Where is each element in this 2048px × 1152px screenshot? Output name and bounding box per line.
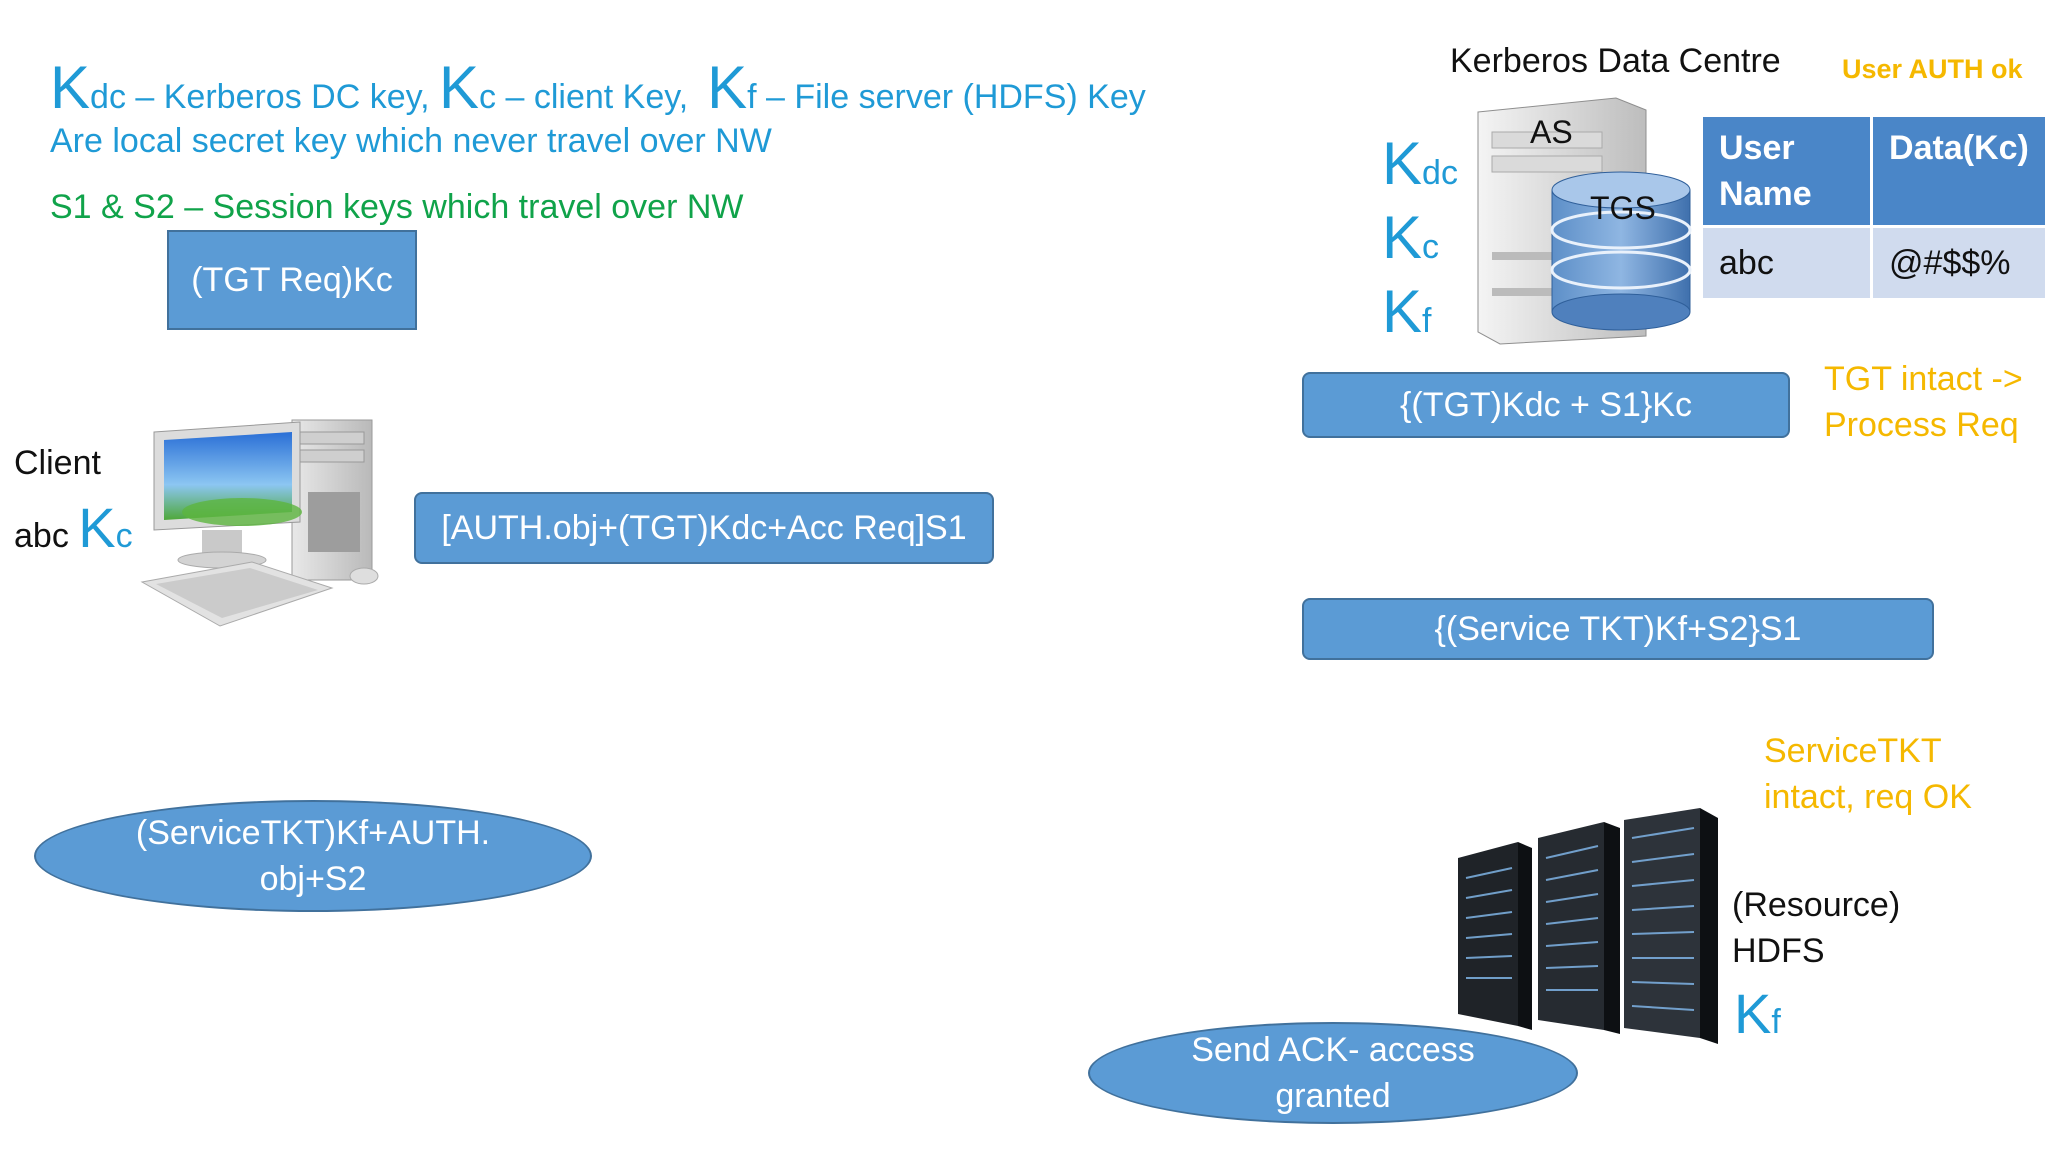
kdc-sub: dc — [90, 78, 126, 116]
client-key-sub: c — [115, 517, 133, 555]
client-user: abc Kc — [14, 500, 133, 556]
service-reply-label: {(Service TKT)Kf+S2}S1 — [1434, 609, 1802, 648]
rack-middle — [1538, 822, 1604, 1030]
legend-key-line: Kdc – Kerberos DC key, Kc – client Key, … — [50, 58, 1146, 118]
resource-key-letter: K — [1734, 982, 1772, 1045]
legend-line-2: Are local secret key which never travel … — [50, 122, 772, 160]
tgt-status: TGT intact -> Process Req — [1824, 356, 2023, 448]
client-user-name: abc — [14, 517, 69, 555]
kdc-key-c: Kc — [1382, 204, 1440, 271]
service-status: ServiceTKT intact, req OK — [1764, 728, 1972, 820]
hdfs-server-rack-image — [1408, 808, 1744, 1046]
ack-label: Send ACK- access granted — [1191, 1031, 1475, 1115]
kc-desc: – client Key, — [496, 78, 689, 116]
client-key-letter: K — [78, 496, 116, 559]
kdc-key-f: Kf — [1382, 278, 1432, 345]
service-request-label: (ServiceTKT)Kf+AUTH. obj+S2 — [135, 814, 491, 898]
kc-letter: K — [439, 54, 480, 121]
access-request-label: [AUTH.obj+(TGT)Kdc+Acc Req]S1 — [441, 508, 967, 547]
kdc-title: Kerberos Data Centre — [1450, 42, 1781, 80]
service-status-line-2: intact, req OK — [1764, 778, 1972, 816]
tgt-reply-box: {(TGT)Kdc + S1}Kc — [1302, 372, 1790, 438]
resource-key: Kf — [1734, 986, 1781, 1042]
resource-label-line-2: HDFS — [1732, 932, 1825, 970]
access-request-box: [AUTH.obj+(TGT)Kdc+Acc Req]S1 — [414, 492, 994, 564]
user-table-header: User Name Data(Kc) — [1699, 114, 2048, 228]
tgt-status-line-2: Process Req — [1824, 406, 2019, 444]
kc-sub: c — [479, 78, 497, 116]
client-computer-image — [140, 419, 379, 627]
table-row: abc @#$$% — [1699, 225, 2048, 301]
monitor-screen — [164, 432, 292, 520]
cell-data: @#$$% — [1870, 225, 2048, 301]
header-data: Data(Kc) — [1870, 114, 2048, 228]
user-table: User Name Data(Kc) abc @#$$% — [1699, 114, 2048, 301]
resource-label: (Resource) HDFS — [1732, 882, 1900, 974]
rack-left — [1458, 842, 1518, 1026]
service-reply-box: {(Service TKT)Kf+S2}S1 — [1302, 598, 1934, 660]
tgt-status-line-1: TGT intact -> — [1824, 360, 2023, 398]
ack-ellipse: Send ACK- access granted — [1088, 1022, 1578, 1124]
kf-desc: – File server (HDFS) Key — [756, 78, 1146, 116]
kdc-keys: Kdc Kc Kf — [1382, 134, 1458, 356]
header-user-name: User Name — [1699, 114, 1874, 228]
service-status-line-1: ServiceTKT — [1764, 732, 1942, 770]
rack-right — [1624, 808, 1700, 1038]
tgs-label: TGS — [1590, 190, 1656, 226]
service-request-ellipse: (ServiceTKT)Kf+AUTH. obj+S2 — [34, 800, 592, 912]
database-cylinder — [1550, 171, 1692, 331]
kdc-letter: K — [50, 54, 91, 121]
kdc-key-dc: Kdc — [1382, 130, 1458, 197]
tgt-request-box: (TGT Req)Kc — [167, 230, 417, 330]
as-label: AS — [1530, 114, 1573, 150]
kdc-server-image — [1477, 97, 1692, 345]
legend-line-3: S1 & S2 – Session keys which travel over… — [50, 188, 744, 226]
tgt-reply-label: {(TGT)Kdc + S1}Kc — [1400, 385, 1692, 424]
kdc-desc: – Kerberos DC key, — [125, 78, 430, 116]
mouse — [349, 567, 379, 585]
cell-user: abc — [1699, 225, 1874, 301]
kf-sub: f — [747, 78, 757, 116]
resource-key-sub: f — [1771, 1003, 1781, 1041]
auth-status: User AUTH ok — [1842, 54, 2023, 84]
kf-letter: K — [707, 54, 748, 121]
client-label: Client — [14, 444, 101, 482]
tgt-request-label: (TGT Req)Kc — [191, 260, 393, 299]
resource-label-line-1: (Resource) — [1732, 886, 1901, 924]
